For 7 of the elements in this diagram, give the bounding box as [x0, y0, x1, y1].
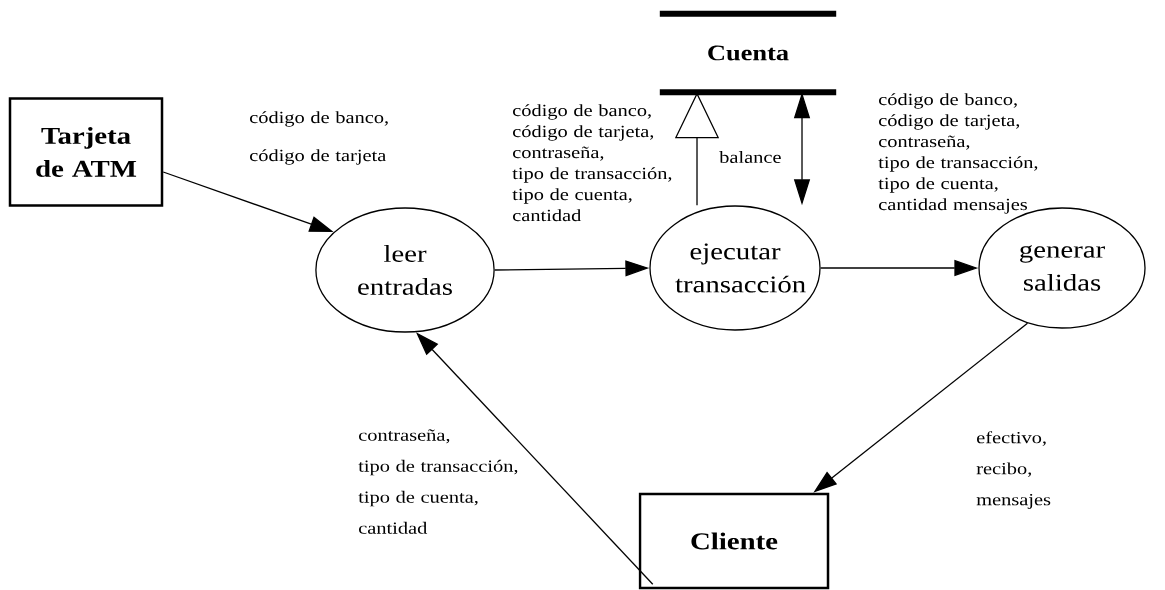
- edge-label: código de banco, código de tarjeta: [250, 111, 388, 165]
- edge-label: efectivo, recibo, mensajes: [976, 431, 1051, 509]
- entity-box: Tarjeta de ATM: [8, 97, 164, 207]
- edge-label: balance: [719, 151, 781, 163]
- entity-box: Cliente: [638, 492, 830, 590]
- data-store: Cuenta: [659, 10, 837, 96]
- edge-label: contraseña, tipo de transacción, tipo de cuenta, cantidad: [358, 429, 518, 534]
